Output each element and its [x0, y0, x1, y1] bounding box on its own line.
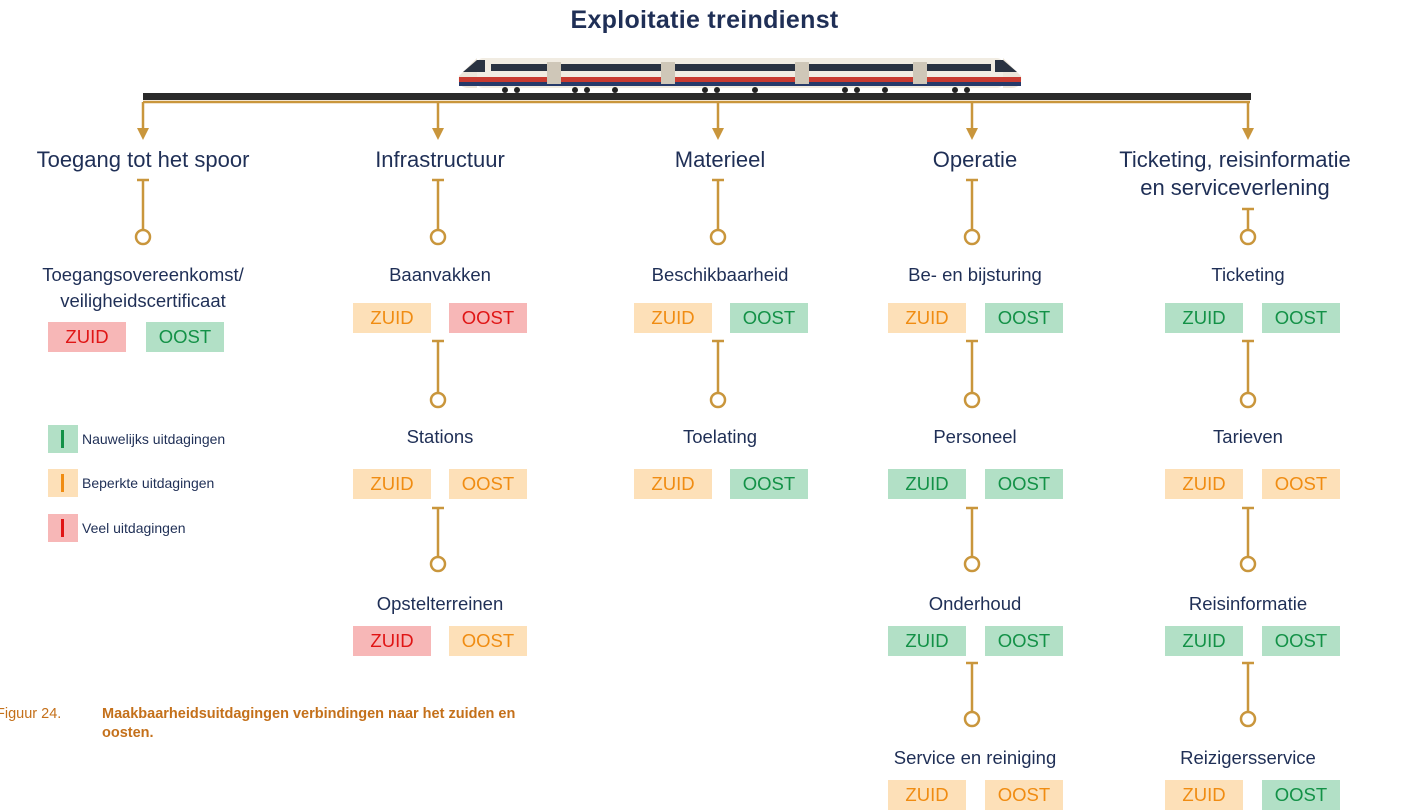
item-baanvakken: Baanvakken	[389, 264, 491, 285]
badge-oost: OOST	[1262, 780, 1340, 810]
badge-zuid: ZUID	[1165, 626, 1243, 656]
connector-node	[709, 228, 727, 246]
item-service-en-reiniging: Service en reiniging	[893, 747, 1057, 768]
item-ticketing: Ticketing	[1211, 264, 1285, 285]
legend-swatch-orange	[48, 469, 78, 497]
item-toegangsovereenkomst: Toegangsovereenkomst/ veiligheidscertifi…	[42, 264, 244, 311]
badge-oost: OOST	[449, 303, 527, 333]
arrow-head	[1242, 128, 1254, 140]
connector-node	[963, 710, 981, 728]
badge-zuid: ZUID	[353, 626, 431, 656]
item-tarieven: Tarieven	[1213, 426, 1283, 447]
legend-label: Beperkte uitdagingen	[82, 475, 215, 491]
arrow-head	[712, 128, 724, 140]
item-stations: Stations	[406, 426, 474, 447]
train-illustration	[458, 58, 1022, 93]
badge-zuid: ZUID	[888, 469, 966, 499]
connector-node	[429, 391, 447, 409]
badge-oost: OOST	[1262, 469, 1340, 499]
badge-zuid: ZUID	[634, 469, 712, 499]
badge-oost: OOST	[985, 303, 1063, 333]
connector-node	[963, 555, 981, 573]
item-reizigersservice: Reizigersservice	[1180, 747, 1316, 768]
badge-zuid: ZUID	[634, 303, 712, 333]
badge-zuid: ZUID	[1165, 469, 1243, 499]
caption-text: Maakbaarheidsuitdagingen verbindingen na…	[102, 706, 516, 741]
item-be-en-bijsturing: Be- en bijsturing	[908, 264, 1042, 285]
rail-track	[143, 93, 1251, 100]
badge-oost: OOST	[730, 469, 808, 499]
caption-prefix: Figuur 24.	[0, 706, 62, 722]
badge-oost: OOST	[449, 469, 527, 499]
badge-oost: OOST	[985, 780, 1063, 810]
legend-swatch-green	[48, 425, 78, 453]
connector-node	[429, 555, 447, 573]
heading-toegang: Toegang tot het spoor	[36, 147, 250, 172]
item-beschikbaarheid: Beschikbaarheid	[651, 264, 789, 285]
badge-oost: OOST	[1262, 303, 1340, 333]
badge-oost: OOST	[146, 322, 224, 352]
badge-oost: OOST	[985, 469, 1063, 499]
legend-label: Veel uitdagingen	[82, 520, 186, 536]
heading-infrastructuur: Infrastructuur	[375, 147, 505, 172]
heading-ticketing: Ticketing, reisinformatie en serviceverl…	[1119, 147, 1351, 200]
heading-operatie: Operatie	[932, 147, 1018, 172]
badge-oost: OOST	[985, 626, 1063, 656]
item-onderhoud: Onderhoud	[928, 593, 1022, 614]
badge-zuid: ZUID	[888, 626, 966, 656]
connector-node	[963, 228, 981, 246]
arrow-head	[966, 128, 978, 140]
connector-node	[709, 391, 727, 409]
badge-zuid: ZUID	[888, 780, 966, 810]
legend-swatch-red	[48, 514, 78, 542]
connector-node	[134, 228, 152, 246]
page-title: Exploitatie treindienst	[570, 6, 839, 34]
arrow-head	[432, 128, 444, 140]
connector-node	[963, 391, 981, 409]
heading-materieel: Materieel	[674, 147, 766, 172]
badge-zuid: ZUID	[1165, 303, 1243, 333]
connector-node	[1239, 391, 1257, 409]
connector-node	[1239, 710, 1257, 728]
badge-oost: OOST	[730, 303, 808, 333]
badge-oost: OOST	[1262, 626, 1340, 656]
badge-zuid: ZUID	[353, 303, 431, 333]
badge-zuid: ZUID	[353, 469, 431, 499]
item-reisinformatie: Reisinformatie	[1188, 593, 1308, 614]
badge-oost: OOST	[449, 626, 527, 656]
item-personeel: Personeel	[933, 426, 1017, 447]
legend-label: Nauwelijks uitdagingen	[82, 431, 226, 447]
badge-zuid: ZUID	[888, 303, 966, 333]
item-opstelterreinen: Opstelterreinen	[376, 593, 504, 614]
arrow-head	[137, 128, 149, 140]
connector-node	[429, 228, 447, 246]
badge-zuid: ZUID	[1165, 780, 1243, 810]
connector-node	[1239, 228, 1257, 246]
connector-node	[1239, 555, 1257, 573]
item-toelating: Toelating	[682, 426, 758, 447]
badge-zuid: ZUID	[48, 322, 126, 352]
